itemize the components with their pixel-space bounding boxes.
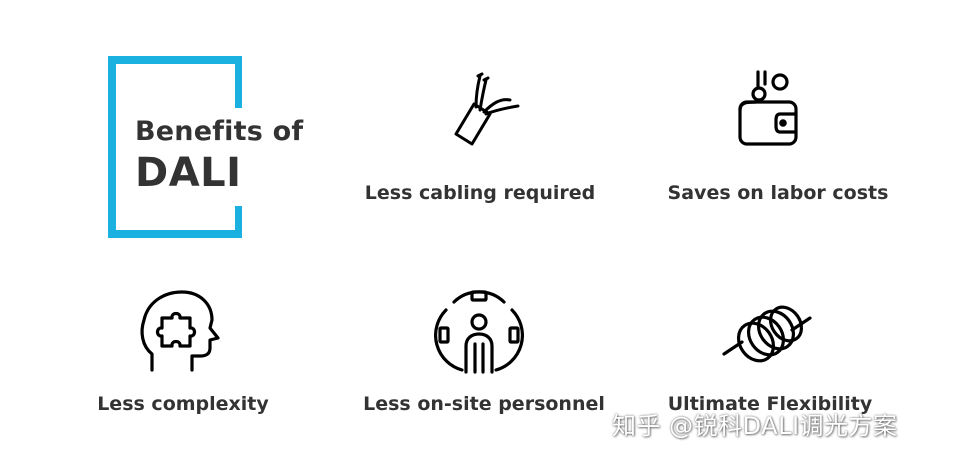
head-puzzle-icon bbox=[140, 290, 220, 372]
benefit-label-ultimate-flexibility: Ultimate Flexibility bbox=[667, 393, 873, 415]
benefit-label-on-site-personnel: Less on-site personnel bbox=[363, 393, 605, 415]
coil-icon bbox=[722, 305, 812, 363]
cable-icon bbox=[454, 72, 520, 146]
title-line-2: DALI bbox=[135, 150, 242, 196]
watermark: 知乎 @锐科DALI调光方案 bbox=[612, 412, 898, 440]
title-line-1: Benefits of bbox=[135, 116, 304, 147]
benefit-label-labor-costs: Saves on labor costs bbox=[667, 182, 889, 204]
accent-bracket-frame bbox=[108, 56, 242, 238]
wallet-coins-icon bbox=[738, 70, 798, 146]
page-title: Benefits of DALI bbox=[135, 118, 303, 193]
benefit-label-less-cabling: Less cabling required bbox=[364, 182, 596, 204]
gear-person-icon bbox=[434, 290, 524, 374]
benefit-label-less-complexity: Less complexity bbox=[97, 393, 269, 415]
